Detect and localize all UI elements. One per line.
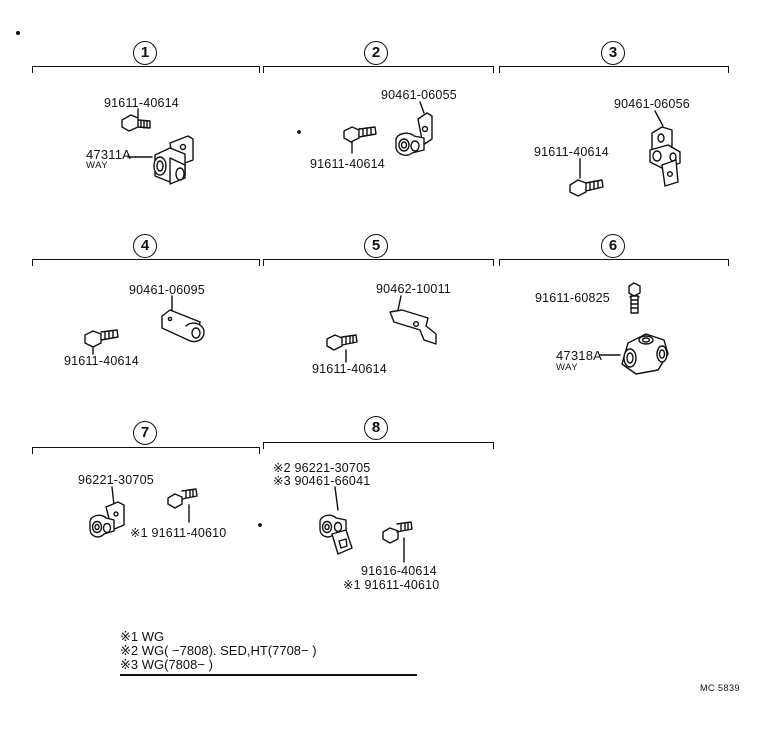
part-label-1a: 91611-40614 — [104, 96, 179, 110]
panel-bracket-7 — [32, 447, 260, 454]
panel-number-5: 5 — [364, 234, 388, 258]
part-label-1b: 47311A — [86, 147, 132, 162]
clamp-icon — [389, 295, 437, 345]
clamp-icon — [89, 486, 125, 538]
way-connector-icon — [127, 135, 194, 185]
part-label-8b: ※3 90461-66041 — [273, 474, 371, 488]
note-2: ※2 WG( −7808). SED,HT(7708− ) — [120, 643, 317, 658]
clamp-icon — [319, 486, 353, 555]
panel-number-8: 8 — [364, 416, 388, 440]
bolt-icon — [628, 282, 641, 314]
part-label-6b: 47318A — [556, 348, 603, 363]
part-label-5b: 91611-40614 — [312, 362, 387, 376]
way-connector-icon — [599, 333, 669, 375]
notes-underline — [120, 674, 417, 676]
panel-bracket-1 — [32, 66, 260, 73]
panel-bracket-3 — [499, 66, 729, 73]
part-label-8a: ※2 96221-30705 — [273, 461, 371, 475]
part-label-2a: 90461-06055 — [381, 88, 457, 102]
clamp-icon — [161, 295, 205, 343]
panel-number-7: 7 — [133, 421, 157, 445]
part-label-4a: 90461-06095 — [129, 283, 205, 297]
panel-number-1: 1 — [133, 41, 157, 65]
part-sub-1: WAY — [86, 160, 109, 171]
note-1: ※1 WG — [120, 629, 165, 644]
bolt-icon — [343, 126, 377, 154]
part-label-5a: 90462-10011 — [376, 282, 451, 296]
part-label-8d: ※1 91611-40610 — [343, 578, 440, 592]
bolt-icon — [326, 334, 358, 363]
part-label-2b: 91611-40614 — [310, 157, 385, 171]
panel-bracket-5 — [263, 259, 494, 266]
bolt-icon — [167, 488, 198, 523]
panel-number-3: 3 — [601, 41, 625, 65]
part-label-7b: ※1 91611-40610 — [130, 526, 227, 540]
panel-number-6: 6 — [601, 234, 625, 258]
part-label-3b: 91611-40614 — [534, 145, 609, 159]
clamp-icon — [395, 101, 433, 156]
panel-bracket-8 — [263, 442, 494, 449]
bolt-icon — [121, 108, 151, 132]
bolt-icon — [382, 521, 413, 563]
note-3: ※3 WG(7808− ) — [120, 657, 213, 672]
panel-bracket-6 — [499, 259, 729, 266]
bolt-icon — [569, 158, 604, 197]
part-label-8c: 91616-40614 — [361, 564, 437, 578]
part-label-7a: 96221-30705 — [78, 473, 154, 487]
panel-bracket-4 — [32, 259, 260, 266]
panel-number-4: 4 — [133, 234, 157, 258]
figure-code: MC 5839 — [700, 683, 741, 693]
part-label-4b: 91611-40614 — [64, 354, 139, 368]
part-label-3a: 90461-06056 — [614, 97, 690, 111]
bolt-icon — [84, 329, 119, 355]
panel-bracket-2 — [263, 66, 494, 73]
part-sub-6: WAY — [556, 362, 579, 373]
part-label-6a: 91611-60825 — [535, 291, 610, 305]
clamp-icon — [649, 110, 681, 187]
panel-number-2: 2 — [364, 41, 388, 65]
